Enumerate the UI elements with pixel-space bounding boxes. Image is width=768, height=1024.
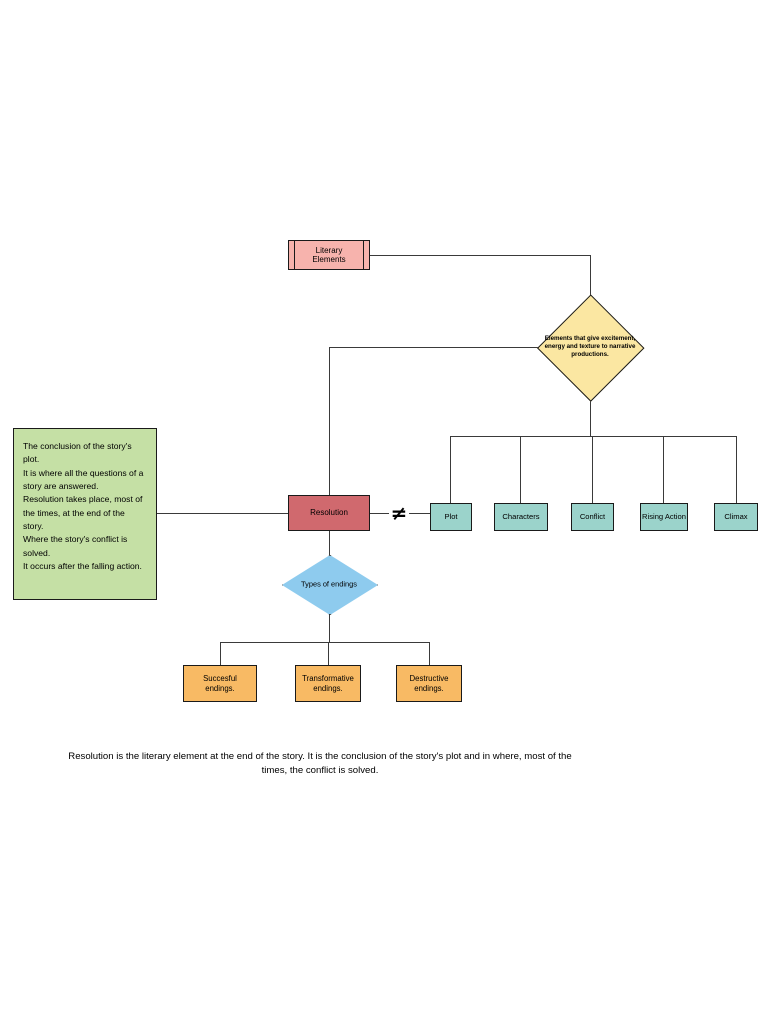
connector-drop-climax (736, 436, 737, 503)
node-definition-diamond[interactable]: Elements that give excitement, energy an… (537, 294, 645, 402)
definition-diamond-label: Elements that give excitement, energy an… (544, 335, 636, 358)
node-resolution-description[interactable]: The conclusion of the story's plot. It i… (13, 428, 157, 600)
connector-notequal-to-plot (409, 513, 430, 514)
connector-drop-conflict (592, 436, 593, 503)
connector-drop-transformative (328, 642, 329, 665)
connector-diamond-to-elements-v (590, 398, 591, 436)
connector-endings-distributor-bar (220, 642, 430, 643)
not-equal-symbol: ≠ (390, 501, 408, 525)
node-resolution[interactable]: Resolution (288, 495, 370, 531)
connector-drop-succesful (220, 642, 221, 665)
node-element-0[interactable]: Plot (430, 503, 472, 531)
node-ending-2[interactable]: Destructive endings. (396, 665, 462, 702)
connector-resolution-to-notequal (370, 513, 389, 514)
node-ending-0[interactable]: Succesful endings. (183, 665, 257, 702)
node-element-2[interactable]: Conflict (571, 503, 614, 531)
node-types-of-endings[interactable]: Types of endings (282, 555, 378, 615)
connector-drop-destructive (429, 642, 430, 665)
connector-diamond-to-resolution-h (329, 347, 539, 348)
connector-literary-to-diamond-v (590, 255, 591, 296)
connector-types-to-endings-v (329, 613, 330, 642)
connector-drop-characters (520, 436, 521, 503)
connector-drop-plot (450, 436, 451, 503)
types-of-endings-label: Types of endings (301, 579, 357, 589)
node-element-3[interactable]: Rising Action (640, 503, 688, 531)
node-element-4[interactable]: Climax (714, 503, 758, 531)
connector-description-to-resolution (157, 513, 288, 514)
connector-elements-distributor-bar (450, 436, 736, 437)
connector-drop-rising-action (663, 436, 664, 503)
connector-diamond-to-resolution-v (329, 347, 330, 495)
node-element-1[interactable]: Characters (494, 503, 548, 531)
node-ending-1[interactable]: Transformative endings. (295, 665, 361, 702)
connector-literary-to-diamond-h (370, 255, 591, 256)
node-literary-elements[interactable]: Literary Elements (288, 240, 370, 270)
connector-resolution-to-types-v (329, 531, 330, 555)
caption-text: Resolution is the literary element at th… (68, 751, 572, 776)
